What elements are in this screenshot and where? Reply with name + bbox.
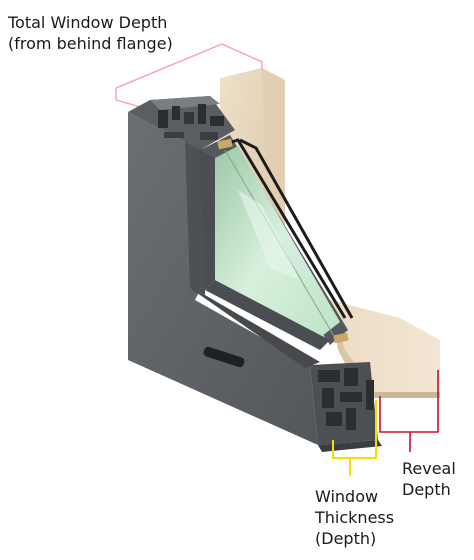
total-window-depth-line2: (from behind flange) — [8, 34, 173, 53]
reveal-depth-line1: Reveal — [402, 459, 456, 478]
window-thickness-line2: Thickness — [315, 508, 395, 527]
window-frame — [128, 96, 382, 452]
total-window-depth-label: Total Window Depth (from behind flange) — [8, 12, 173, 54]
total-window-depth-line1: Total Window Depth — [8, 13, 168, 32]
reveal-depth-bracket — [379, 370, 439, 452]
window-thickness-line3: (Depth) — [315, 529, 377, 548]
reveal-depth-line2: Depth — [402, 480, 451, 499]
glass-unit — [200, 135, 354, 350]
reveal-depth-label: Reveal Depth — [402, 458, 456, 500]
window-thickness-bracket — [332, 400, 377, 476]
window-thickness-line1: Window — [315, 487, 379, 506]
window-thickness-label: Window Thickness (Depth) — [315, 486, 394, 549]
